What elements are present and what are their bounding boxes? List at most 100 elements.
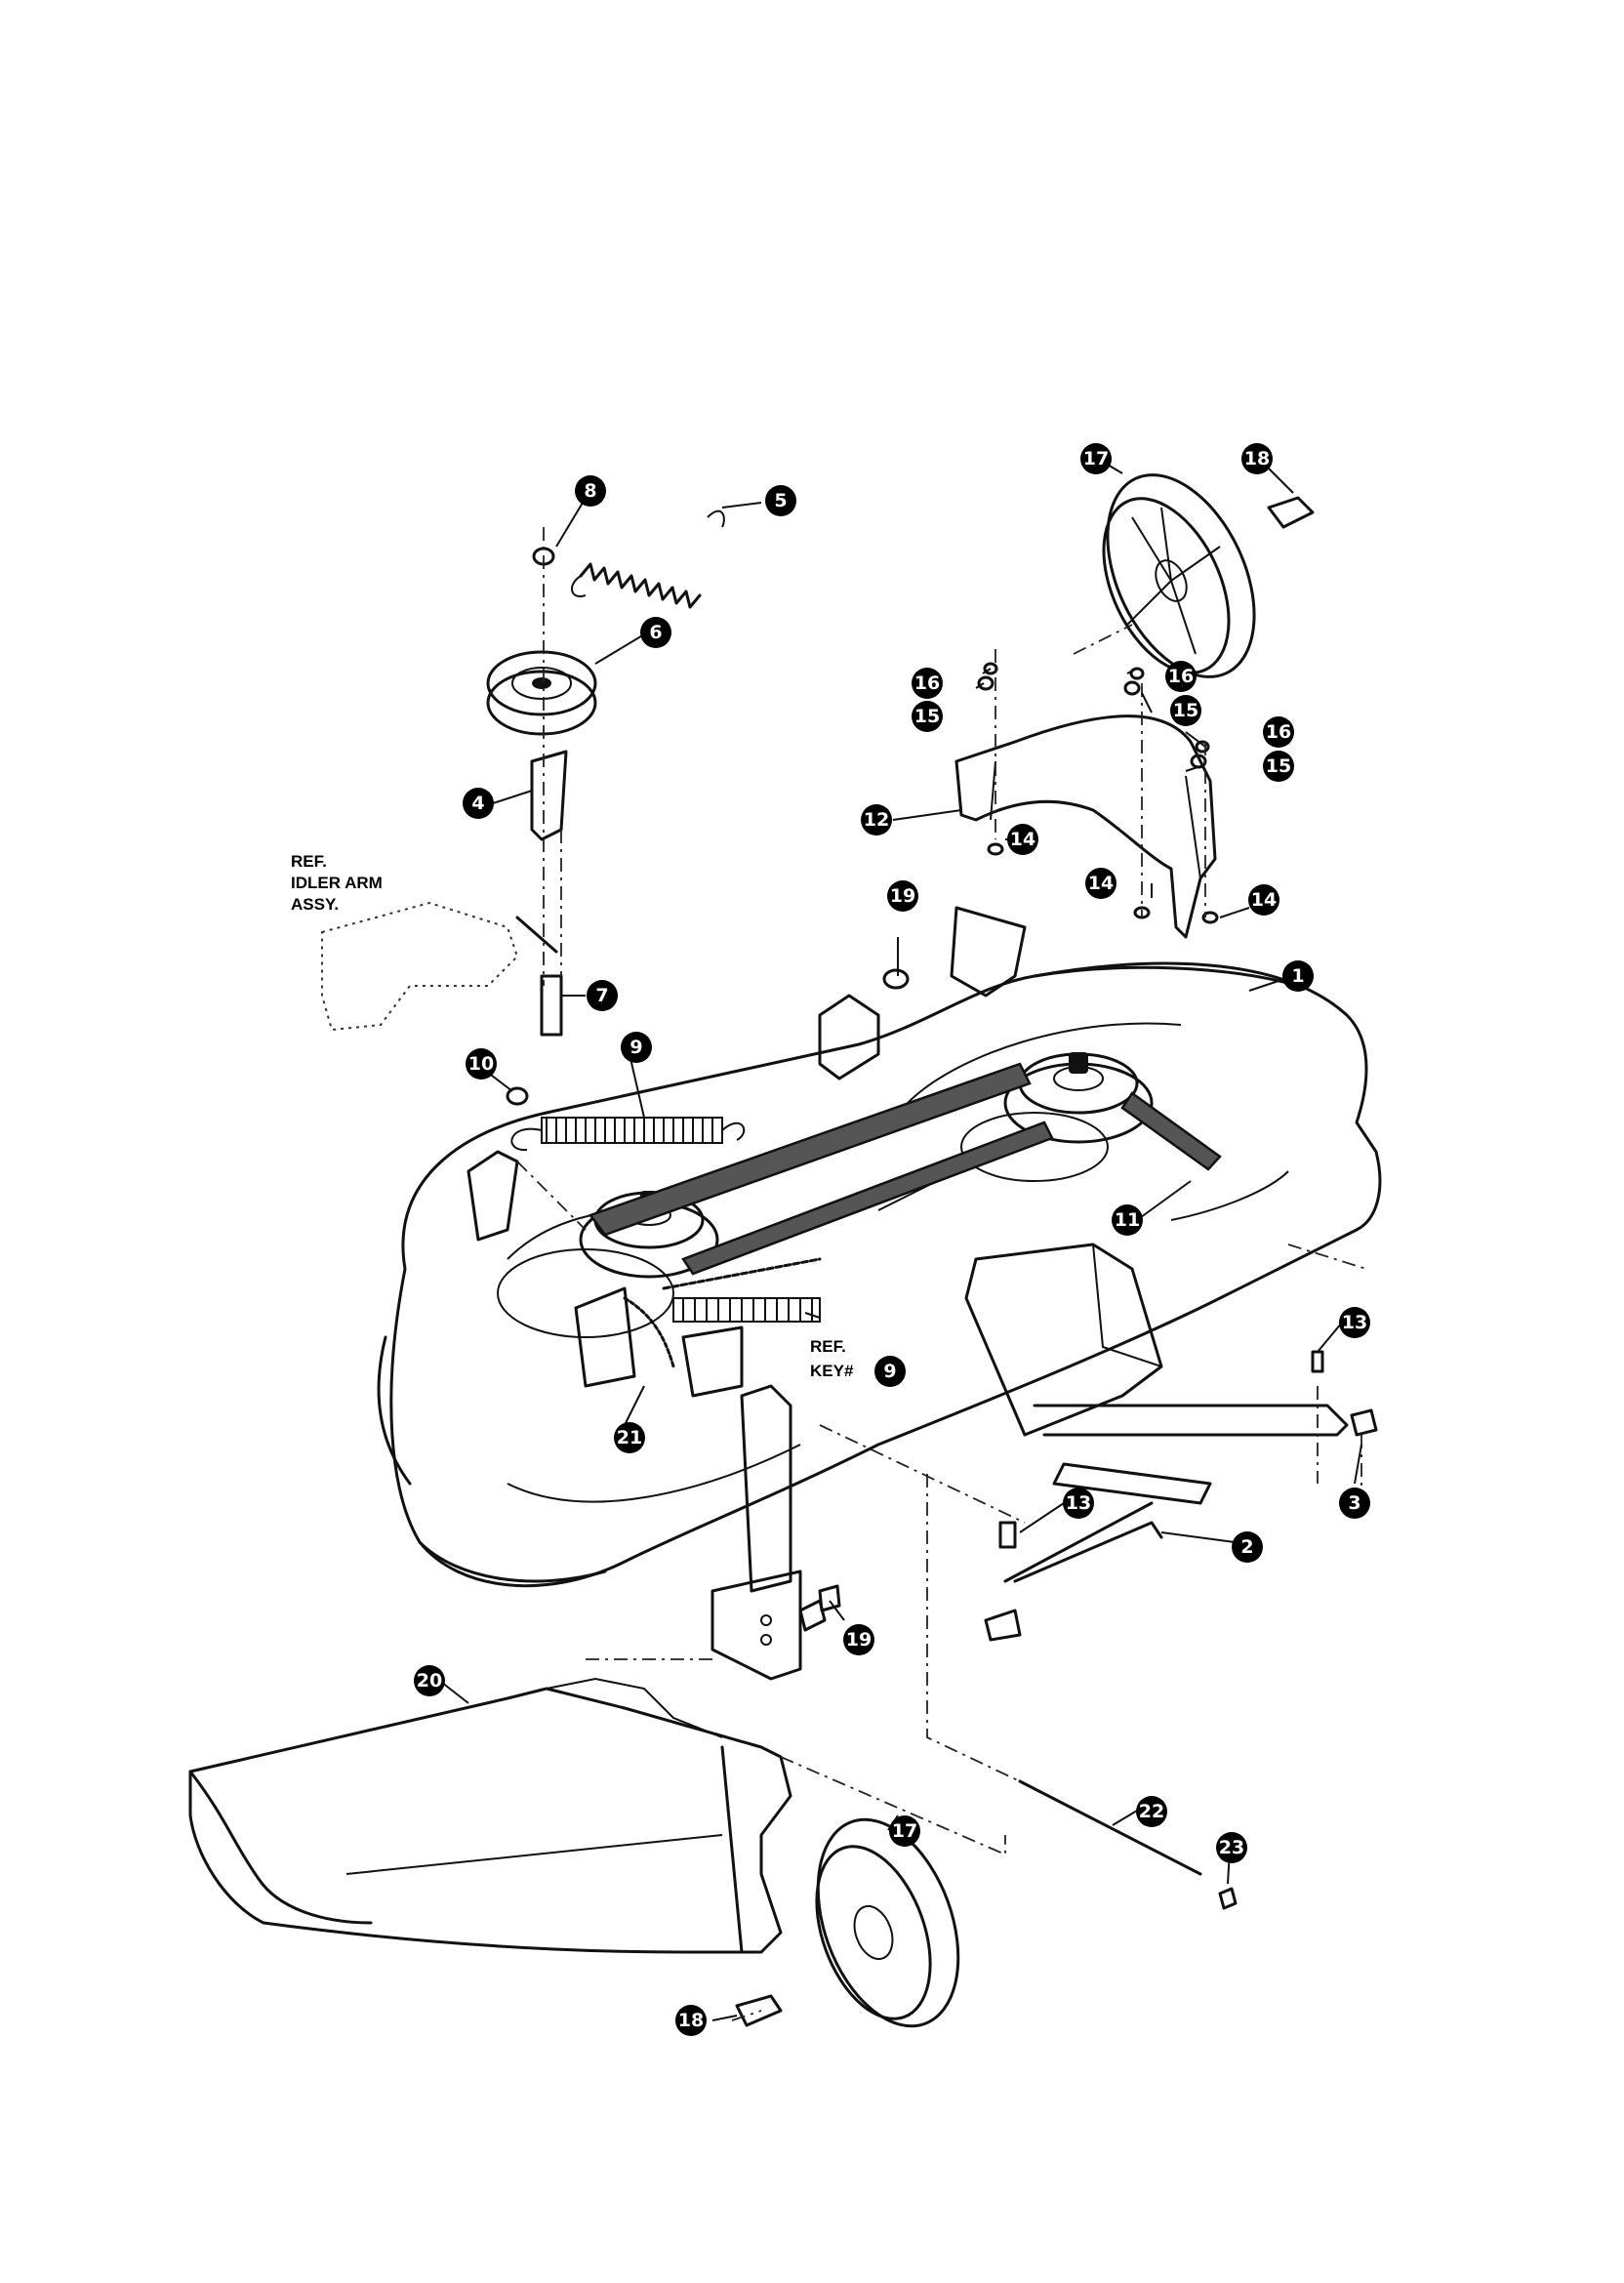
svg-text:22: 22 [1139,1801,1164,1822]
washer-15b [1123,680,1141,696]
nut-19b [818,1584,841,1612]
assembly-lines [516,527,1367,2021]
callout-3: 3 [1339,1488,1370,1519]
nut-16a [983,662,998,675]
callout-13a: 13 [1339,1307,1370,1338]
svg-text:3: 3 [1348,1492,1360,1514]
clip-3 [1350,1408,1378,1437]
svg-text:16: 16 [1168,666,1194,687]
svg-text:15: 15 [1266,755,1291,777]
bolt-18b [735,1994,783,2027]
callout-1: 1 [1282,960,1314,992]
spring-9 [510,1117,746,1152]
svg-text:KEY#: KEY# [810,1362,854,1380]
svg-text:17: 17 [1083,448,1109,469]
svg-text:9: 9 [629,1037,642,1058]
callout-17b: 17 [889,1815,920,1847]
clip-23 [1218,1887,1238,1910]
hardware-parts [506,496,1378,2027]
hitch-bracket-assembly [964,1243,1349,1642]
nut-19a [882,968,910,990]
callout-15a: 15 [912,701,943,732]
pin-shaft [515,916,558,954]
callout-14a: 14 [1007,824,1038,855]
svg-text:4: 4 [471,793,484,814]
svg-text:13: 13 [1066,1492,1091,1514]
deck-front-brackets [467,906,1027,1242]
callout-15c: 15 [1263,751,1294,782]
svg-text:17: 17 [892,1820,917,1842]
nut-16c [1195,740,1210,754]
svg-text:15: 15 [914,706,940,727]
bolt-13b [998,1521,1017,1549]
callout-11: 11 [1112,1204,1143,1236]
svg-text:9: 9 [883,1361,896,1382]
spacer-bolt [540,974,563,1037]
svg-text:1: 1 [1291,965,1304,987]
svg-text:12: 12 [864,809,889,831]
svg-text:5: 5 [774,490,787,511]
callout-16b: 16 [1165,661,1197,692]
svg-text:7: 7 [595,985,608,1006]
svg-text:REF.: REF. [810,1337,846,1356]
svg-text:11: 11 [1115,1209,1140,1231]
v-belt [588,1062,1222,1276]
callout-19b: 19 [843,1624,874,1655]
idler-pulley [486,650,597,736]
callout-17a: 17 [1080,443,1112,474]
idler-spring-assembly [574,1257,822,1398]
callout-16c: 16 [1263,716,1294,748]
callout-19a: 19 [887,880,918,912]
bolt-18a [1267,496,1315,529]
callout-20: 20 [414,1665,445,1696]
svg-text:18: 18 [1244,448,1270,469]
callout-18a: 18 [1241,443,1273,474]
callout-2: 2 [1232,1531,1263,1563]
callout-13b: 13 [1063,1488,1094,1519]
washer-15a [977,675,995,691]
svg-text:16: 16 [1266,721,1291,743]
callout-22: 22 [1136,1796,1167,1827]
gauge-wheel-lower [815,1817,960,2028]
callout-7: 7 [587,980,618,1011]
callout-14c: 14 [1248,884,1279,916]
callout-23: 23 [1216,1832,1247,1863]
bolt-13a [1311,1350,1324,1373]
ref-idler-arm-label: REF. IDLER ARM ASSY. [291,852,383,914]
spring-ref-9 [672,1297,821,1323]
svg-text:10: 10 [468,1053,494,1075]
spring-5 [571,510,725,609]
leader-lines [436,458,1362,2021]
svg-text:14: 14 [1010,829,1035,850]
callout-18b: 18 [675,2005,707,2036]
callout-9-ref: 9 [874,1356,906,1387]
svg-text:21: 21 [617,1427,642,1448]
svg-text:16: 16 [914,673,940,694]
svg-text:14: 14 [1088,873,1114,894]
svg-text:23: 23 [1219,1837,1244,1858]
nut-14c [1201,911,1219,924]
svg-text:19: 19 [890,885,915,907]
callout-21: 21 [614,1422,645,1453]
callout-8: 8 [575,475,606,507]
svg-text:IDLER ARM: IDLER ARM [291,874,383,892]
callout-5: 5 [765,485,796,516]
svg-text:8: 8 [584,480,596,502]
callout-4: 4 [463,788,494,819]
callout-10: 10 [466,1048,497,1080]
rod-22 [1018,1779,1202,1876]
svg-text:19: 19 [846,1629,872,1651]
callout-12: 12 [861,804,892,836]
idler-arm-bracket [530,750,568,841]
svg-text:6: 6 [649,622,662,643]
front-roller-bracket [710,1384,827,1681]
gauge-wheel-upper [1102,473,1256,678]
svg-text:18: 18 [678,2010,704,2031]
ref-key-label: REF. KEY# [810,1337,854,1380]
callout-6: 6 [640,617,671,648]
svg-text:REF.: REF. [291,852,327,871]
svg-text:ASSY.: ASSY. [291,895,339,914]
ref-idler-arm-outline [321,901,519,1032]
mower-deck-housing [377,961,1382,1588]
